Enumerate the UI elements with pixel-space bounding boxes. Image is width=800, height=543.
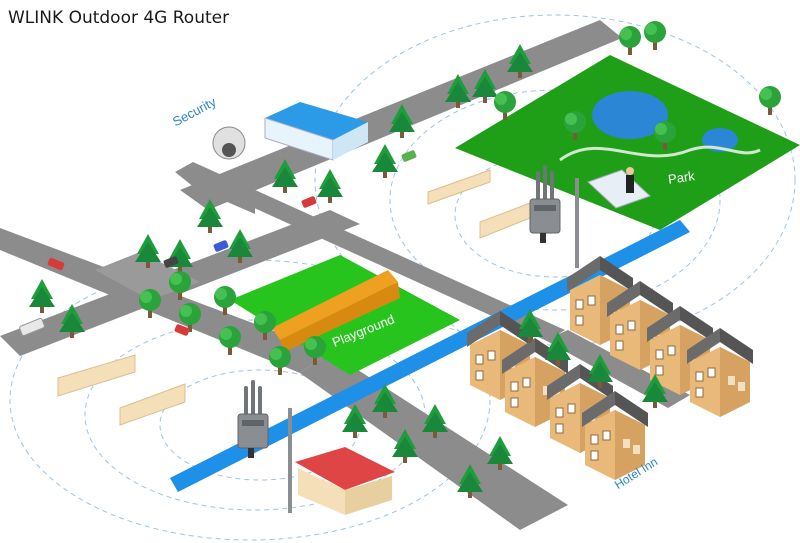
river [170,220,690,492]
red-roof-building [295,447,395,515]
playground-area [230,255,460,375]
security-station [212,102,368,161]
diagram-title: WLINK Outdoor 4G Router [8,8,230,28]
flat-buildings [57,169,531,426]
router-lower [237,379,292,513]
park-area [455,55,800,230]
router-upper [529,164,579,268]
cars [19,150,417,337]
park-bench [587,167,651,209]
